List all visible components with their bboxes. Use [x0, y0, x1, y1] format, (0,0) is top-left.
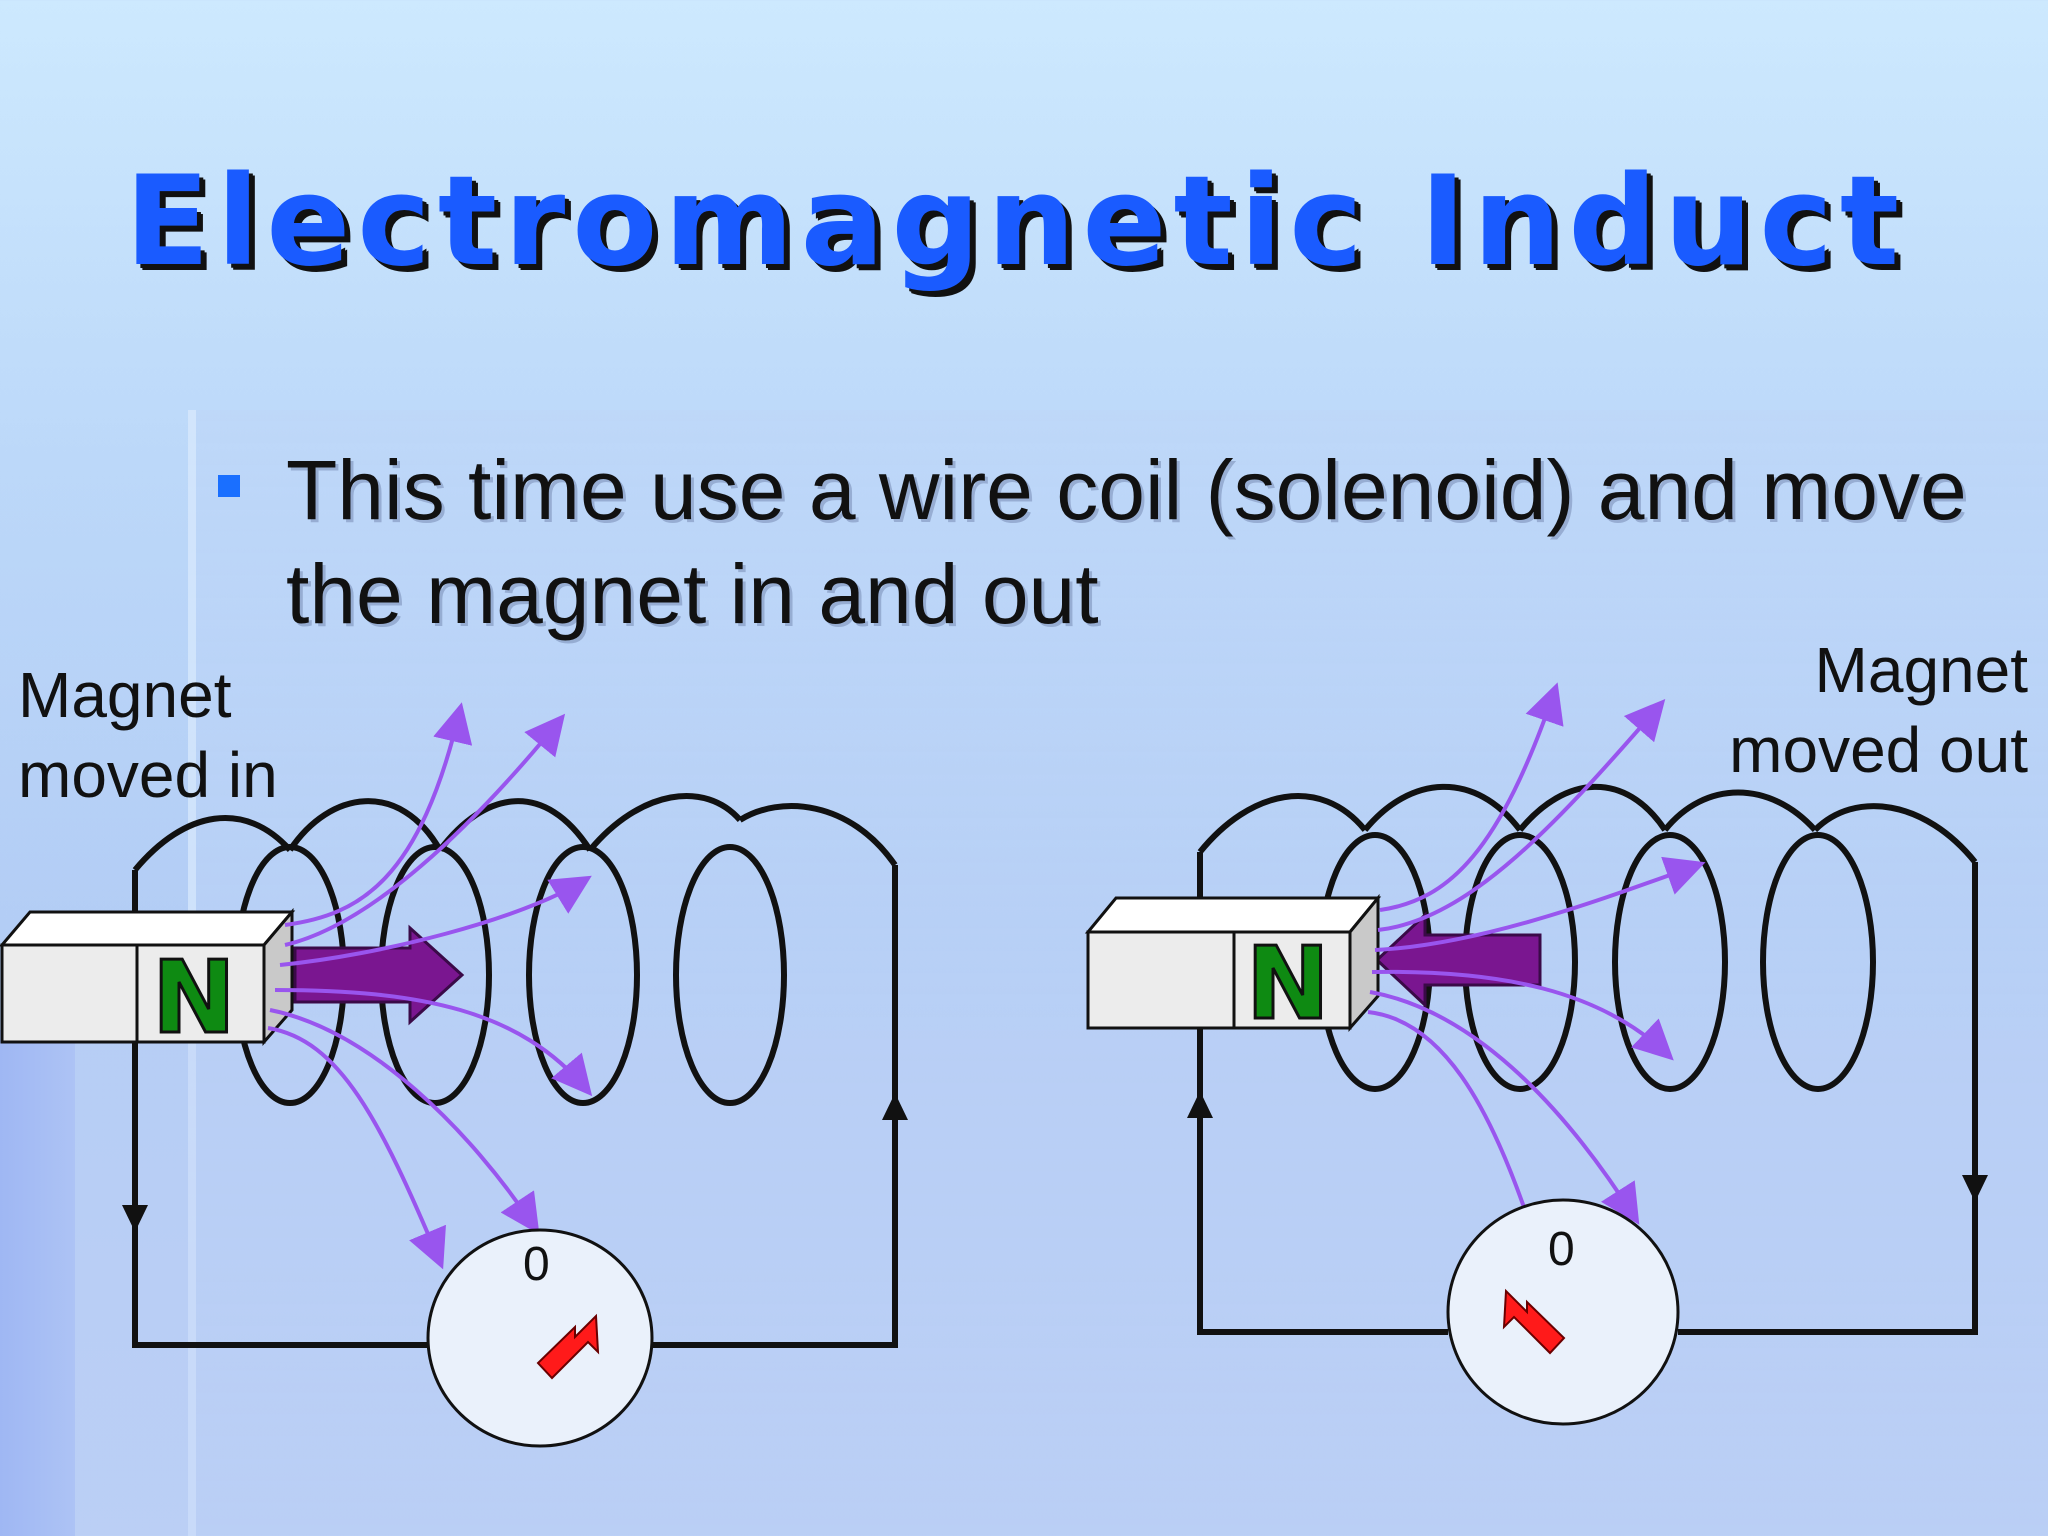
diagram-left: N 0 — [0, 702, 908, 1448]
magnetic-field-lines-left — [267, 702, 593, 1270]
motion-arrow-in-icon — [293, 924, 465, 1026]
meter-zero-label-right: 0 — [1548, 1223, 1575, 1276]
galvanometer-right: 0 — [1446, 1198, 1680, 1426]
current-arrow-up-right-icon — [1187, 1091, 1213, 1118]
caption-magnet-moved-in: Magnet moved in — [18, 655, 278, 815]
caption-magnet-moved-out: Magnet moved out — [1729, 630, 2028, 790]
caption-in-line2: moved in — [18, 739, 278, 811]
current-arrow-down-right-icon — [1962, 1175, 1988, 1202]
motion-arrow-out-icon — [1374, 911, 1542, 1009]
north-pole-label-right: N — [1246, 925, 1330, 1042]
needle-arrow-left-icon — [1502, 1288, 1566, 1355]
current-arrow-down-icon — [122, 1205, 148, 1232]
current-arrow-up-icon — [882, 1093, 908, 1120]
left-accent-band — [0, 1030, 75, 1536]
bullet-text: This time use a wire coil (solenoid) and… — [286, 443, 1967, 641]
bullet-square-icon — [218, 475, 240, 497]
caption-out-line1: Magnet — [1814, 634, 2028, 706]
needle-arrow-right-icon — [536, 1313, 600, 1380]
north-pole-label-left: N — [152, 939, 236, 1056]
solenoid-coil-right — [1197, 783, 1978, 1092]
bar-magnet-left: N — [0, 907, 296, 1058]
caption-out-line2: moved out — [1729, 714, 2028, 786]
caption-in-line1: Magnet — [18, 659, 232, 731]
slide-title: Electromagnetic Induct — [125, 150, 1907, 294]
diagram-right: N 0 — [1084, 682, 1988, 1426]
magnetic-field-lines-right — [1367, 682, 1706, 1248]
bar-magnet-right: N — [1084, 893, 1382, 1044]
meter-zero-label-left: 0 — [523, 1238, 550, 1291]
lower-panel-band — [75, 1030, 2048, 1536]
galvanometer-left: 0 — [426, 1228, 654, 1448]
